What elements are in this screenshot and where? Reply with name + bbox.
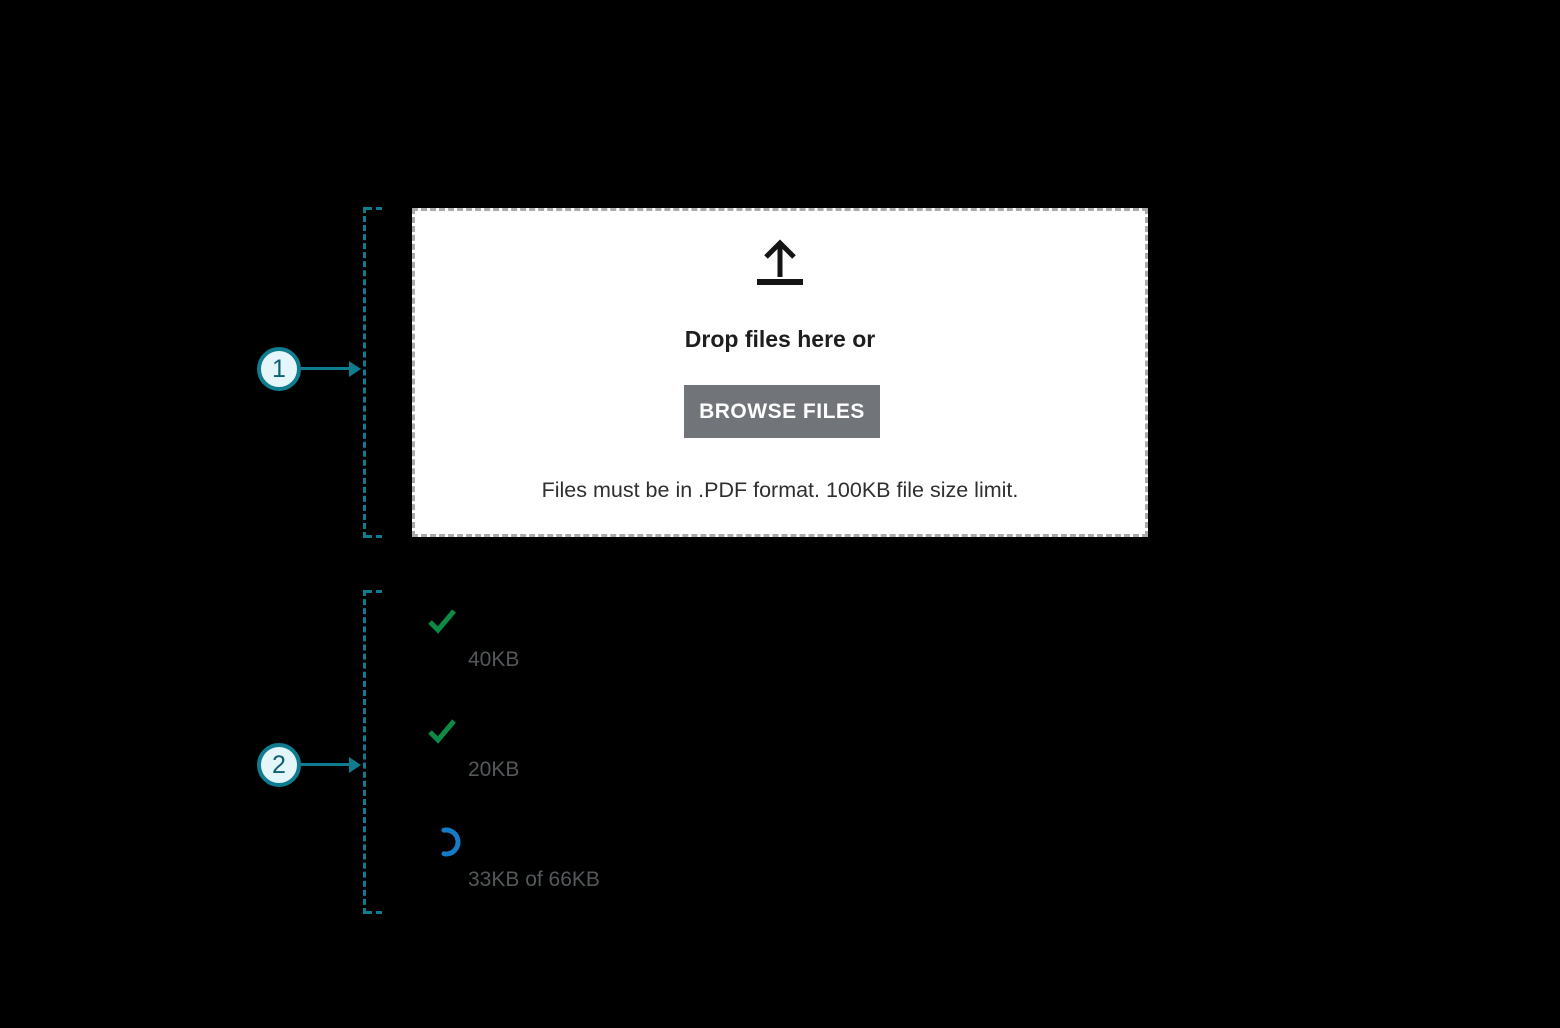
annotation-bracket-upload-list	[363, 590, 382, 914]
file-size-label: 40KB	[468, 648, 520, 671]
callout-marker-2: 2	[257, 743, 301, 787]
annotation-bracket-dropzone	[363, 207, 382, 538]
dropzone-requirements-note: Files must be in .PDF format. 100KB file…	[541, 478, 1019, 502]
file-progress-label: 33KB of 66KB	[468, 868, 600, 891]
callout-arrowhead-1	[349, 361, 361, 377]
callout-number: 2	[272, 750, 286, 779]
spinner-icon	[431, 827, 461, 862]
browse-files-button[interactable]: BROWSE FILES	[684, 385, 880, 438]
dropzone-heading: Drop files here or	[684, 326, 876, 352]
callout-arrow-2	[301, 763, 350, 766]
callout-arrow-1	[301, 367, 350, 370]
upload-arrow-icon	[754, 237, 806, 292]
file-size-label: 20KB	[468, 758, 520, 781]
check-icon	[426, 605, 458, 642]
check-icon	[426, 715, 458, 752]
file-dropzone[interactable]: Drop files here or BROWSE FILES Files mu…	[412, 208, 1148, 537]
callout-number: 1	[272, 354, 286, 383]
callout-arrowhead-2	[349, 757, 361, 773]
callout-marker-1: 1	[257, 347, 301, 391]
